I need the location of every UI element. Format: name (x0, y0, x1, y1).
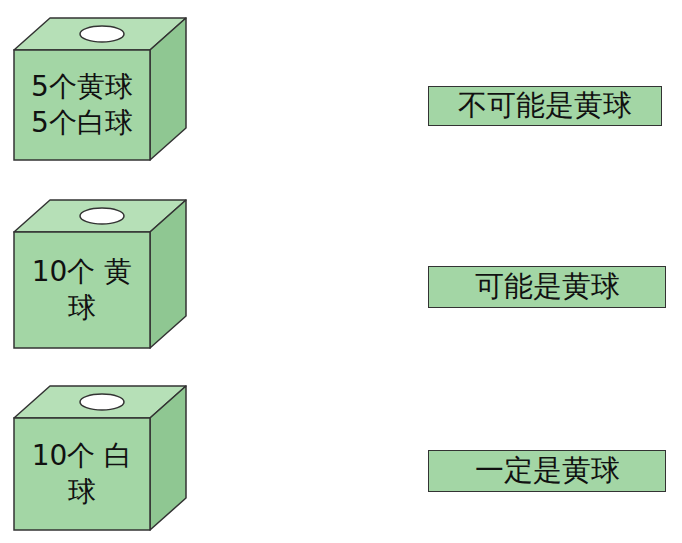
answer-box: 可能是黄球 (428, 266, 666, 308)
box-hole (80, 26, 124, 42)
ball-box: 10个 黄球 (14, 200, 186, 348)
box-contents: 10个 黄球 (18, 254, 146, 327)
box-front (14, 418, 150, 530)
box-side (150, 386, 186, 530)
box-front (14, 232, 150, 348)
answer-box: 一定是黄球 (428, 450, 666, 492)
ball-box: 5个黄球 5个白球 (14, 18, 186, 160)
box-hole (80, 394, 124, 410)
box-contents: 10个 白球 (18, 438, 146, 511)
answer-text: 可能是黄球 (475, 271, 620, 303)
answer-text: 不可能是黄球 (458, 90, 632, 122)
box-face: 5个黄球 5个白球 (18, 54, 146, 156)
answer-text: 一定是黄球 (475, 455, 620, 487)
box-face: 10个 白球 (18, 422, 146, 526)
box-contents: 5个黄球 5个白球 (18, 69, 146, 142)
ball-box: 10个 白球 (14, 386, 186, 530)
box-face: 10个 黄球 (18, 236, 146, 344)
box-side (150, 18, 186, 160)
answer-box: 不可能是黄球 (428, 86, 662, 126)
box-front (14, 50, 150, 160)
box-side (150, 200, 186, 348)
box-hole (80, 208, 124, 224)
